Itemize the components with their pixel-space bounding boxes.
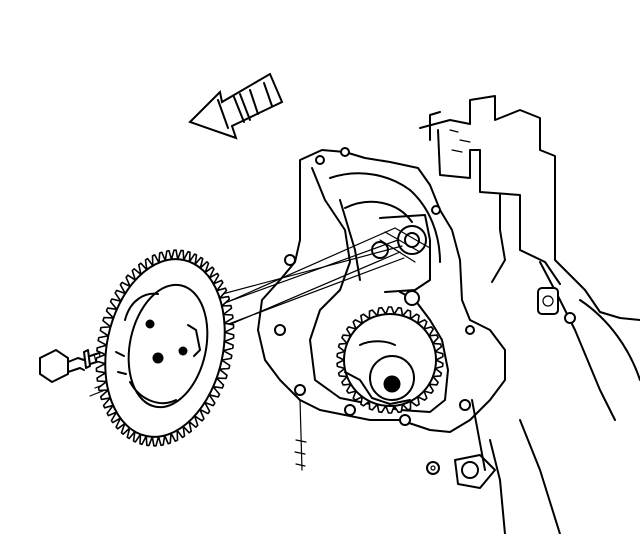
engine-block-icon <box>419 95 640 534</box>
drive-gear-teeth <box>336 306 444 414</box>
bolt-icon <box>39 348 111 384</box>
gear-teeth <box>336 306 444 414</box>
gear-icon <box>95 249 235 447</box>
direction-arrow-icon <box>188 72 284 140</box>
drive-gear-icon <box>336 306 444 414</box>
